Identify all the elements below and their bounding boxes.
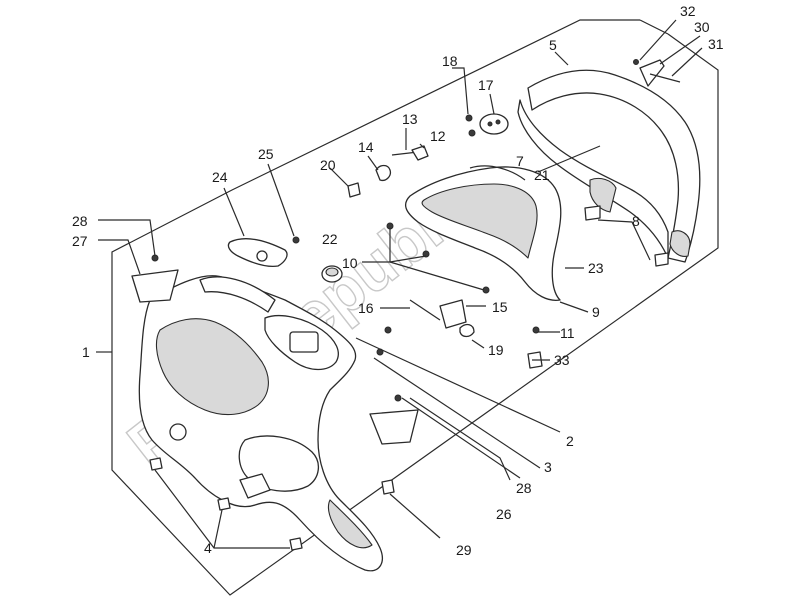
callout-28-b: 28 <box>516 480 532 496</box>
part-15-latch <box>439 299 467 329</box>
part-20-clip <box>347 182 361 198</box>
callout-30: 30 <box>694 19 710 35</box>
callout-4: 4 <box>204 540 212 556</box>
part-1-inner-shield <box>138 275 383 572</box>
callout-31: 31 <box>708 36 724 52</box>
callout-23: 23 <box>588 260 604 276</box>
callout-15: 15 <box>492 299 508 315</box>
callout-27: 27 <box>72 233 88 249</box>
assembly-frame <box>111 19 719 596</box>
part-8-clip <box>584 205 601 221</box>
callout-16: 16 <box>358 300 374 316</box>
callout-22: 22 <box>322 231 338 247</box>
part-12-hinge <box>411 145 429 161</box>
part-22-grommet <box>321 265 343 283</box>
callout-26: 26 <box>496 506 512 522</box>
part-14-spring <box>375 164 392 182</box>
part-28-screw-b <box>394 394 402 402</box>
callout-21: 21 <box>534 167 550 183</box>
callout-28-a: 28 <box>72 213 88 229</box>
part-32-screw <box>633 59 639 65</box>
callout-17: 17 <box>478 77 494 93</box>
part-2-screw <box>384 326 392 334</box>
callout-2: 2 <box>566 433 574 449</box>
part-16-rod <box>409 299 441 321</box>
callout-1: 1 <box>82 344 90 360</box>
callout-3: 3 <box>544 459 552 475</box>
part-17-lock-plate <box>479 113 509 135</box>
callout-5: 5 <box>549 37 557 53</box>
callout-8: 8 <box>632 213 640 229</box>
callout-11: 11 <box>560 325 575 341</box>
part-4-clip-a <box>149 457 163 471</box>
part-8-clip-b <box>654 252 669 267</box>
part-27-cover <box>131 269 179 303</box>
callout-labels: 1 2 3 4 5 7 8 9 10 11 12 13 14 15 16 17 … <box>72 3 724 558</box>
callout-32: 32 <box>680 3 696 19</box>
callout-10: 10 <box>342 255 358 271</box>
callout-24: 24 <box>212 169 228 185</box>
callout-9: 9 <box>592 304 600 320</box>
part-11-screw <box>532 326 540 334</box>
callout-18: 18 <box>442 53 458 69</box>
callout-25: 25 <box>258 146 274 162</box>
callout-20: 20 <box>320 157 336 173</box>
part-31-bolt <box>649 73 681 83</box>
callout-19: 19 <box>488 342 504 358</box>
part-19-clip <box>459 323 475 338</box>
part-4-clip-b <box>217 497 231 511</box>
part-4-clip-c <box>289 537 303 551</box>
part-30-bracket <box>639 59 665 87</box>
callout-12: 12 <box>430 128 446 144</box>
part-18-screws <box>465 114 476 137</box>
leader-lines <box>96 19 703 549</box>
callout-14: 14 <box>358 139 374 155</box>
part-25-screw <box>292 236 300 244</box>
callout-29: 29 <box>456 542 472 558</box>
callout-13: 13 <box>402 111 418 127</box>
callout-7: 7 <box>516 153 524 169</box>
callout-33: 33 <box>554 352 570 368</box>
part-9-glovebox-panel <box>404 165 562 301</box>
part-29-clip <box>381 479 395 495</box>
part-10-screw-b <box>422 250 430 258</box>
part-26-cover <box>369 409 419 445</box>
